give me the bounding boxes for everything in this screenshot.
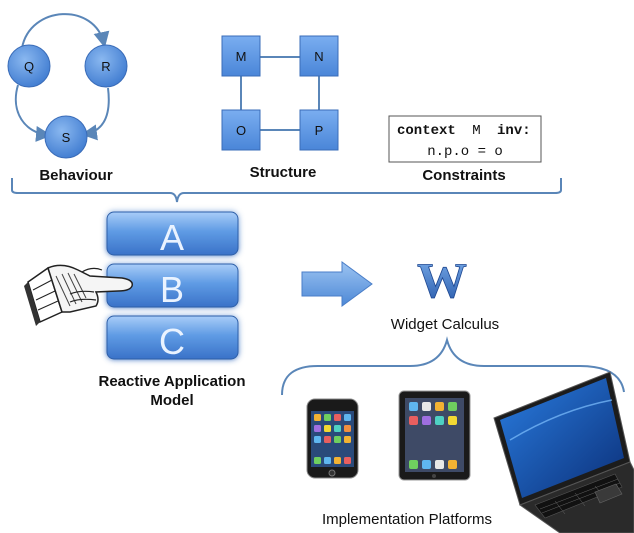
- widget-calculus-label: Widget Calculus: [391, 316, 499, 333]
- edge-q-s: [14, 84, 52, 142]
- layer-a-label: A: [160, 217, 184, 258]
- layer-c-label: C: [159, 321, 185, 362]
- node-r: [84, 44, 128, 88]
- node-q-label: Q: [24, 59, 34, 74]
- model-title-line2: Model: [150, 392, 193, 409]
- node-s-label: S: [62, 130, 71, 145]
- node-o: [221, 109, 261, 151]
- node-o-label: O: [236, 123, 246, 138]
- keyword-inv: inv:: [497, 123, 531, 139]
- pointing-hand-icon: [24, 264, 134, 326]
- constraints-box: context M inv: n.p.o = o Constraints: [388, 115, 542, 184]
- layer-b-label: B: [160, 269, 184, 310]
- structure-diagram: M N O P Structure: [221, 35, 339, 181]
- layer-c: [106, 315, 239, 360]
- node-n-label: N: [314, 49, 323, 64]
- behaviour-diagram: Q R S Behaviour: [7, 13, 128, 184]
- node-q: [7, 44, 51, 88]
- node-s: [44, 115, 88, 159]
- model-layers: A B C: [106, 211, 239, 362]
- node-p: [299, 109, 339, 151]
- constraint-line-2: n.p.o = o: [427, 144, 503, 160]
- platforms-label: Implementation Platforms: [322, 511, 492, 528]
- bottom-brace: [281, 336, 625, 396]
- constraint-line-1: context M inv:: [397, 123, 531, 139]
- node-r-label: R: [101, 59, 110, 74]
- node-m-label: M: [236, 49, 247, 64]
- svg-text:W: W: [417, 252, 467, 308]
- phone-icon: [306, 398, 359, 479]
- laptop-icon: [493, 371, 634, 533]
- layer-a: [106, 211, 239, 256]
- top-brace: [11, 178, 562, 203]
- node-p-label: P: [315, 123, 324, 138]
- model-title-line1: Reactive Application: [99, 373, 246, 390]
- widget-logo-icon: W: [417, 252, 468, 309]
- node-m: [221, 35, 261, 77]
- edge-q-r: [21, 13, 110, 49]
- behaviour-title: Behaviour: [39, 167, 113, 184]
- structure-title: Structure: [250, 164, 317, 181]
- constraints-title: Constraints: [422, 167, 505, 184]
- keyword-context: context: [397, 123, 456, 139]
- edge-r-s: [81, 87, 110, 141]
- constraint-identifier: M: [472, 123, 480, 139]
- transform-arrow-icon: [301, 261, 373, 307]
- tablet-icon: [398, 390, 471, 481]
- node-n: [299, 35, 339, 77]
